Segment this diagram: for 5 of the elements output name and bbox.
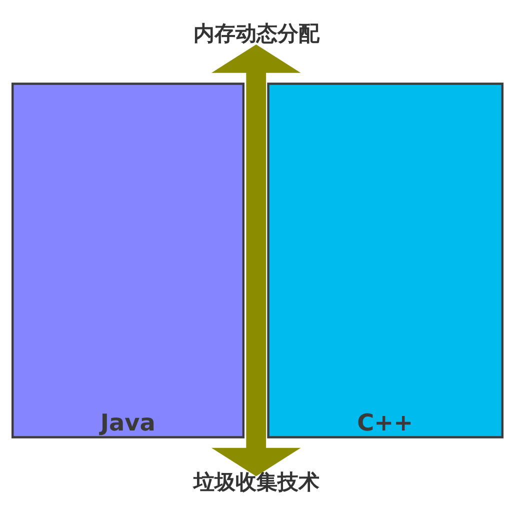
arrow [211, 44, 301, 476]
node-text: 内存动态分配 [194, 20, 320, 45]
node-box: Java [11, 82, 245, 438]
node-box: C++ [267, 82, 504, 438]
node-text: 垃圾收集技术 [194, 469, 320, 494]
